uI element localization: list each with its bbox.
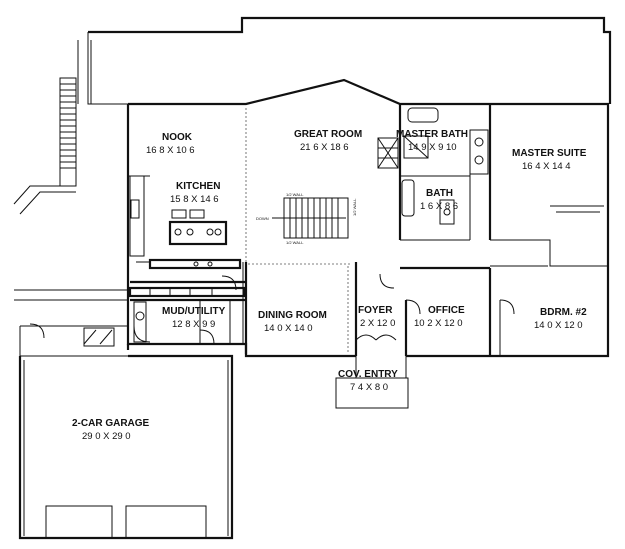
half-wall-label-top: 1/2 WALL	[286, 192, 304, 197]
exterior-stair	[13, 77, 77, 215]
interior-dashed-lines	[245, 108, 350, 354]
bath-label: BATH	[426, 188, 453, 199]
bedroom2-label: BDRM. #2	[540, 307, 587, 318]
great-room-label: GREAT ROOM	[294, 129, 362, 140]
master-bath-label: MASTER BATH	[396, 129, 468, 140]
garage-label: 2-CAR GARAGE	[72, 418, 150, 429]
central-stair: DOWN 1/2 WALL 1/2 WALL 1/2 WALL	[256, 192, 357, 245]
cov-entry-label: COV. ENTRY	[338, 369, 398, 380]
master-suite-label: MASTER SUITE	[512, 148, 587, 159]
mud-utility-dims: 12 8 X 9 9	[172, 319, 215, 330]
bath-dims: 1 6 X 8 6	[420, 201, 458, 212]
master-suite-dims: 16 4 X 14 4	[522, 161, 571, 172]
bedroom2-dims: 14 0 X 12 0	[534, 320, 583, 331]
cov-entry-dims: 7 4 X 8 0	[350, 382, 388, 393]
room-labels: NOOK 16 8 X 10 6 KITCHEN 15 8 X 14 6 GRE…	[72, 129, 587, 442]
upper-deck-outline	[77, 16, 612, 105]
kitchen-dims: 15 8 X 14 6	[170, 194, 219, 205]
foyer-dims: 2 X 12 0	[360, 318, 395, 329]
mud-utility-fixtures	[128, 286, 246, 345]
office-label: OFFICE	[428, 305, 465, 316]
stair-down-label: DOWN	[256, 216, 269, 221]
kitchen-fixtures	[129, 175, 242, 270]
garage-dims: 29 0 X 29 0	[82, 431, 131, 442]
kitchen-label: KITCHEN	[176, 181, 220, 192]
half-wall-label-side: 1/2 WALL	[352, 198, 357, 216]
mud-utility-label: MUD/UTILITY	[162, 306, 226, 317]
covered-entry	[335, 356, 409, 409]
doors	[29, 273, 515, 341]
office-dims: 10 2 X 12 0	[414, 318, 463, 329]
dining-room-dims: 14 0 X 14 0	[264, 323, 313, 334]
interior-walls	[128, 104, 608, 356]
half-wall-label-bottom: 1/2 WALL	[286, 240, 304, 245]
great-room-dims: 21 6 X 18 6	[300, 142, 349, 153]
master-bath-dims: 14 9 X 9 10	[408, 142, 457, 153]
retaining-wall-lines	[14, 289, 128, 301]
dining-room-label: DINING ROOM	[258, 310, 327, 321]
nook-dims: 16 8 X 10 6	[146, 145, 195, 156]
master-bath-fixtures	[377, 107, 489, 225]
garage-structure	[18, 325, 234, 540]
nook-label: NOOK	[162, 132, 193, 143]
foyer-label: FOYER	[358, 305, 393, 316]
